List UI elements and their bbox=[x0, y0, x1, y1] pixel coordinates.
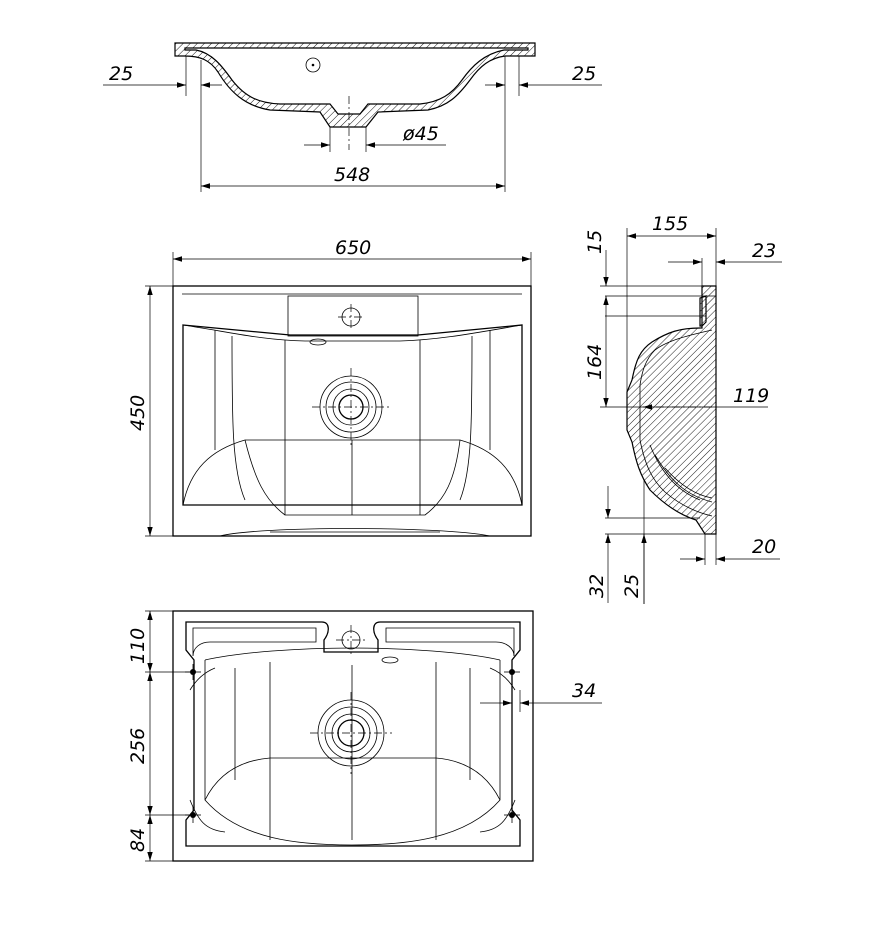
dim-label-15: 15 bbox=[584, 230, 606, 254]
bowl-floor bbox=[244, 439, 461, 516]
dim-label-20: 20 bbox=[752, 536, 776, 558]
front-lip bbox=[219, 528, 491, 537]
front-plan-view: 650 450 bbox=[127, 237, 532, 537]
bottom-rim-outline bbox=[185, 621, 521, 847]
dim-label-32: 32 bbox=[586, 574, 608, 598]
dim-label-110: 110 bbox=[127, 628, 149, 664]
right-ledge bbox=[385, 627, 515, 657]
side-bowl-curves bbox=[649, 444, 713, 503]
bowl-front-curve bbox=[182, 439, 523, 506]
overflow-hole-bottom bbox=[381, 656, 399, 664]
dim-label-23: 23 bbox=[752, 240, 776, 262]
bottom-outline bbox=[172, 610, 534, 862]
corner-curves-top bbox=[189, 667, 516, 691]
bowl-inner-lines bbox=[231, 335, 473, 501]
basin-section-profile bbox=[174, 42, 536, 128]
left-ledge bbox=[192, 627, 317, 657]
mount-hole-bottom-right bbox=[504, 807, 520, 823]
top-section-view: 25 25 ø45 548 bbox=[103, 42, 602, 192]
tap-hole-circle bbox=[305, 57, 321, 73]
dim-label-548: 548 bbox=[334, 164, 370, 186]
dim-label-450: 450 bbox=[127, 395, 149, 431]
bowl-floor-curve bbox=[204, 757, 501, 801]
bowl-side-lines bbox=[214, 330, 491, 450]
dim-label-650: 650 bbox=[335, 237, 371, 259]
dim-label-256: 256 bbox=[127, 728, 149, 764]
bowl-back bbox=[204, 647, 501, 661]
side-section-view: 15 155 23 164 119 32 25 20 bbox=[584, 213, 782, 604]
dim-label-right-25: 25 bbox=[572, 63, 596, 85]
dim-label-84: 84 bbox=[127, 828, 149, 852]
bowl-facet-lines bbox=[284, 340, 421, 515]
bowl-facets bbox=[234, 662, 471, 840]
bowl-outline bbox=[204, 660, 501, 846]
mount-hole-bottom-left bbox=[185, 807, 201, 823]
tap-hole-center bbox=[311, 63, 315, 67]
dim-label-left-25: 25 bbox=[109, 63, 133, 85]
dim-label-drain: ø45 bbox=[402, 123, 439, 145]
bottom-view: 110 256 84 34 bbox=[127, 610, 602, 862]
dim-label-25: 25 bbox=[621, 574, 643, 598]
corner-curves bbox=[189, 799, 516, 833]
tap-platform bbox=[287, 295, 419, 337]
dim-label-119: 119 bbox=[733, 385, 769, 407]
basin-outline bbox=[172, 285, 532, 537]
side-section-profile bbox=[626, 285, 717, 535]
bowl-back-edge bbox=[182, 324, 523, 342]
side-inner-profile bbox=[639, 329, 713, 517]
overflow-hole bbox=[309, 338, 327, 346]
mount-hole-top-right bbox=[504, 664, 520, 680]
dim-label-164: 164 bbox=[584, 344, 606, 380]
dim-label-155: 155 bbox=[652, 213, 688, 235]
dim-label-34: 34 bbox=[572, 680, 596, 702]
